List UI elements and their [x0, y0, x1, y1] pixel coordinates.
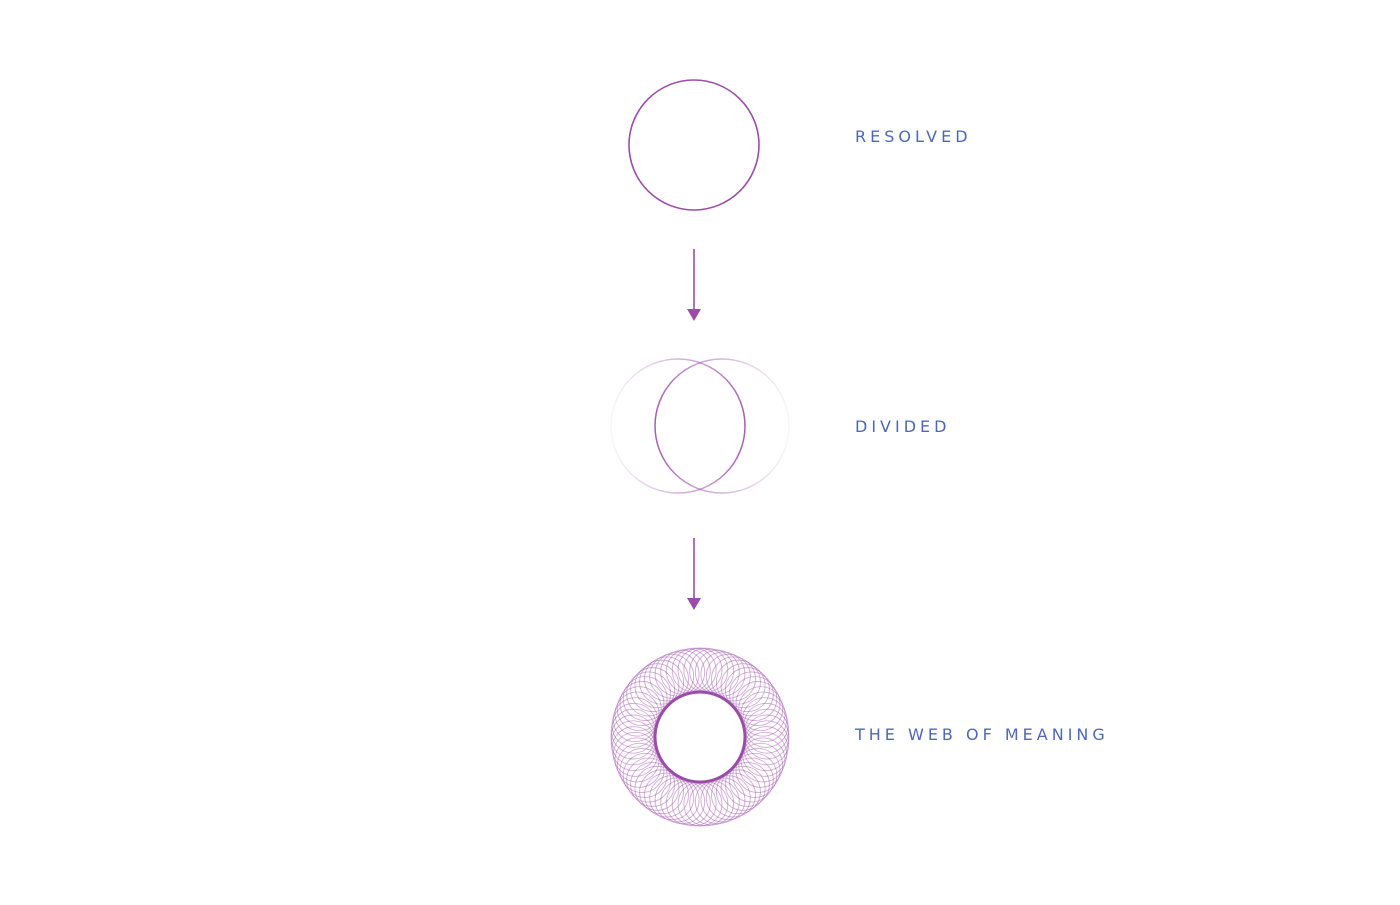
ring-strand [735, 681, 781, 726]
ring-strand [654, 651, 700, 697]
ring-strand [616, 742, 662, 788]
arrow-down-icon [687, 538, 701, 610]
ring-strand [616, 686, 662, 732]
ring-strand [732, 676, 778, 722]
stage-label-divided: DIVIDED [855, 417, 951, 436]
single-circle-icon [628, 79, 760, 211]
ring-strand [724, 667, 770, 713]
ring-strand [614, 737, 660, 783]
ring-strand [732, 752, 778, 798]
ring-strand [639, 769, 685, 815]
ring-strand [735, 748, 781, 793]
ring-inner-rim [653, 690, 747, 784]
ring-strand [634, 765, 680, 811]
ring-strand [740, 691, 786, 737]
ring-strand [705, 653, 751, 699]
ring-strand [671, 647, 717, 693]
ring-strand [614, 691, 660, 737]
overlapping-circles-icon [610, 358, 790, 494]
ring-strand [630, 667, 676, 713]
stage-label-web-of-meaning: THE WEB OF MEANING [855, 725, 1109, 744]
ring-strand [649, 775, 695, 821]
ring-strand [700, 651, 746, 697]
ring-strand [622, 752, 668, 798]
ring-strand [683, 781, 729, 827]
ring-strand [639, 659, 685, 705]
ring-strand [644, 772, 689, 818]
ring-strand [724, 761, 770, 807]
ring-strand [728, 757, 774, 803]
ring-strand [738, 742, 784, 788]
ring-strand [619, 681, 665, 726]
ring-strand [715, 659, 761, 705]
ring-strand [738, 686, 784, 732]
ring-strand [715, 769, 761, 815]
ring-strand [654, 777, 700, 823]
ring-strand [649, 653, 695, 699]
ring-strand [626, 671, 672, 717]
ring-strand [630, 761, 676, 807]
ring-strand [711, 656, 756, 702]
ring-strand [728, 671, 774, 717]
ring-strand [720, 663, 766, 709]
ring-strand [634, 663, 680, 709]
ring-strand [644, 656, 689, 702]
ring-strand [740, 737, 786, 783]
ring-strand [619, 748, 665, 793]
arrow-down-icon [687, 249, 701, 321]
ring-strand [622, 676, 668, 722]
stage-label-resolved: RESOLVED [855, 127, 972, 146]
ring-strand [626, 757, 672, 803]
ring-strand [720, 765, 766, 811]
ring-strand [705, 775, 751, 821]
ring-strand [610, 720, 656, 766]
ring-strand [711, 772, 756, 818]
ring-strand [744, 708, 790, 754]
woven-ring-icon [610, 647, 790, 827]
ring-strand [700, 777, 746, 823]
